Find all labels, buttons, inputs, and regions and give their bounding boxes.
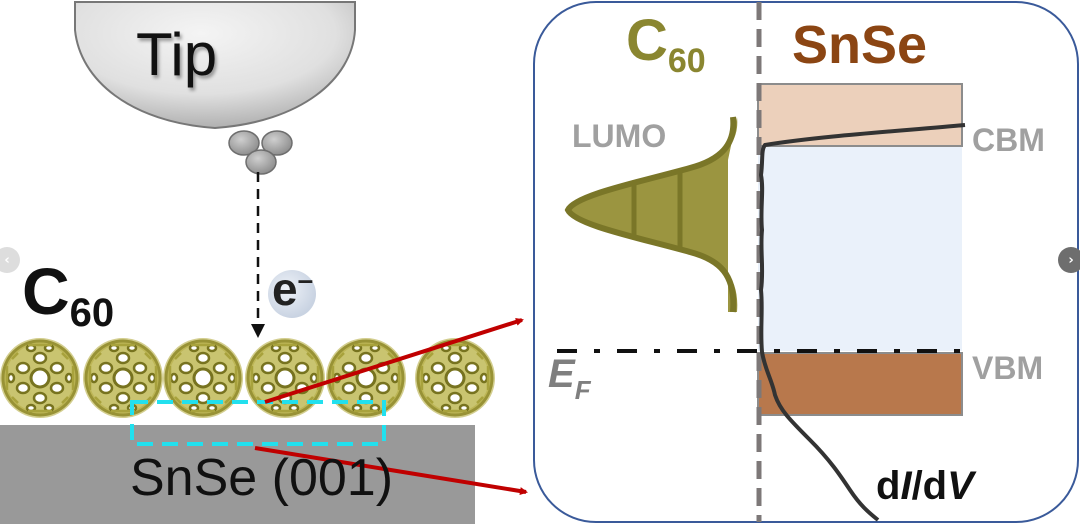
tip-apex-atoms — [228, 130, 293, 175]
chevron-right-icon: › — [1068, 252, 1074, 268]
vbm-label: VBM — [972, 350, 1044, 386]
c60-subscript: 60 — [69, 291, 115, 335]
didv-curve — [758, 123, 966, 522]
gap-region — [758, 146, 962, 351]
electron-charge: – — [297, 264, 314, 295]
previous-slide-button[interactable]: ‹ — [0, 247, 20, 273]
electron-letter: e — [272, 263, 298, 315]
lumo-peak — [568, 117, 738, 312]
tunneling-arrowhead — [251, 324, 265, 338]
c60-letter: C — [22, 254, 70, 328]
lumo-outline — [564, 116, 737, 313]
cbm-label: CBM — [972, 122, 1045, 158]
conduction-band — [757, 83, 963, 147]
pointer-arrow-lower — [254, 446, 528, 495]
pointer-arrow-upper — [264, 318, 524, 404]
lumo-label: LUMO — [572, 118, 667, 154]
fermi-letter: E — [548, 352, 575, 396]
didv-label: dI/dV — [876, 464, 974, 508]
c60-molecule — [166, 341, 240, 415]
c60-molecule-label: C60 — [22, 258, 114, 333]
fermi-subscript: F — [574, 375, 591, 405]
valence-band — [757, 352, 963, 416]
electron-badge — [268, 270, 316, 318]
interface-highlight-box — [130, 400, 386, 446]
next-slide-button[interactable]: › — [1058, 247, 1080, 273]
fermi-level-label: EF — [548, 352, 591, 403]
c60-title-letter: C — [626, 8, 668, 73]
c60-panel-title: C60 — [626, 12, 706, 79]
chevron-left-icon: ‹ — [4, 252, 10, 268]
c60-title-subscript: 60 — [667, 42, 706, 80]
electron-label: e– — [272, 263, 314, 315]
tip-label: Tip — [136, 21, 218, 88]
substrate-label: SnSe (001) — [130, 449, 394, 507]
c60-molecule — [418, 341, 492, 415]
snse-panel-title: SnSe — [792, 15, 928, 75]
c60-molecule — [86, 341, 160, 415]
snse-substrate — [0, 425, 475, 524]
c60-molecule — [3, 341, 77, 415]
stm-tip — [74, 1, 356, 130]
